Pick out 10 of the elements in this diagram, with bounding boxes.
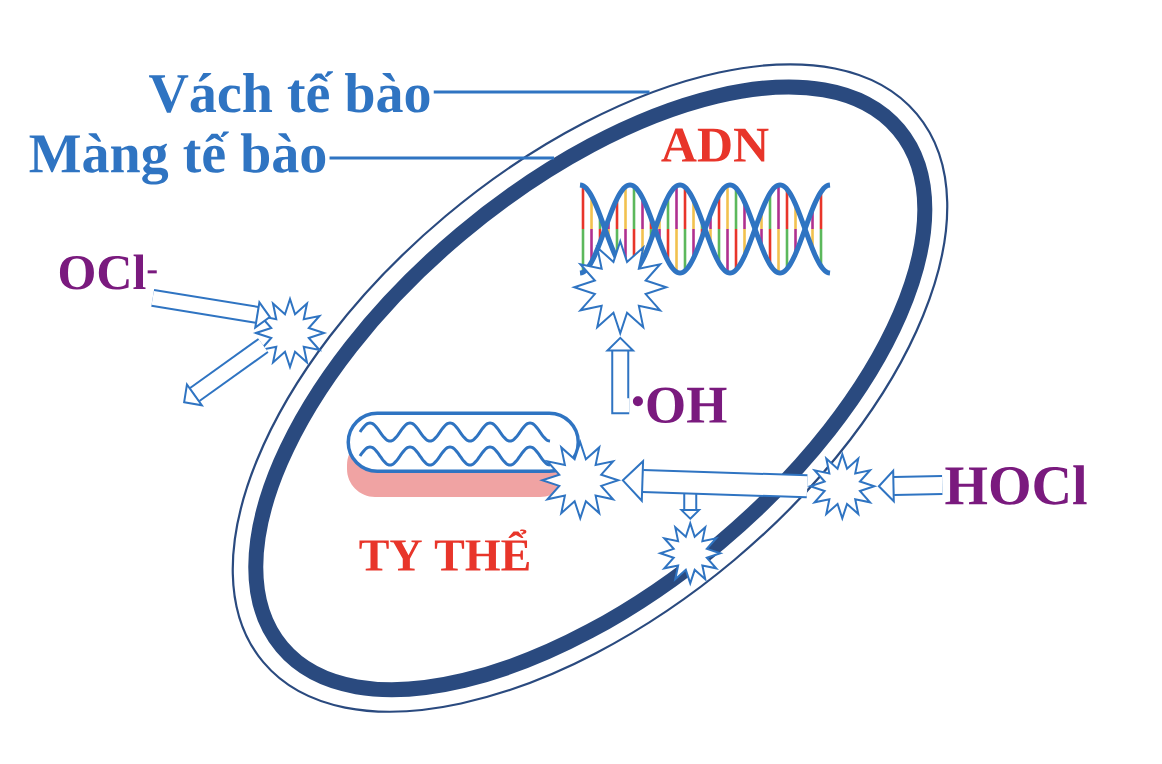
hollow-arrow xyxy=(183,338,269,407)
dna-label: ADN xyxy=(661,128,769,162)
chemical-label: OCl$^{-}$ xyxy=(59,254,157,290)
chemical-label: $^{•}$OH xyxy=(632,387,727,424)
membrane-label: Màng tế bào xyxy=(29,131,326,185)
chemical-label: HOCl xyxy=(945,465,1087,505)
cell-wall-label: Vách tế bào xyxy=(149,71,430,113)
leader-line xyxy=(329,156,554,160)
leader-line xyxy=(433,90,650,94)
organelle-label: TY THỂ xyxy=(359,529,529,571)
